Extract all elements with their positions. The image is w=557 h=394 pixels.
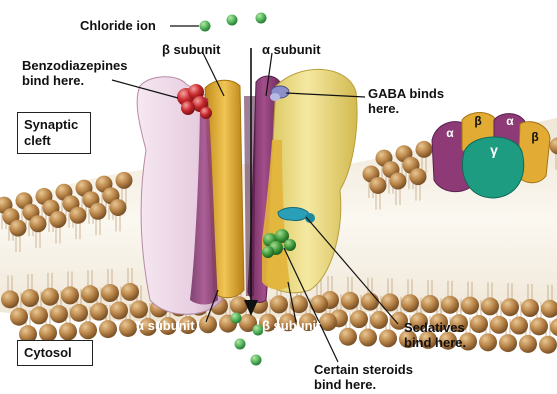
sedatives-label-line1: Sedatives — [404, 320, 466, 335]
lipid-head — [339, 328, 357, 346]
small-receptor-letter-alpha-1: α — [440, 126, 460, 140]
chloride-ion — [231, 313, 242, 324]
benzodiazepines-label-line2: bind here. — [22, 73, 127, 88]
lipid-head — [130, 300, 148, 318]
steroids-label-line2: bind here. — [314, 377, 413, 392]
alpha-subunit-top-label: α subunit — [262, 42, 321, 57]
lipid-head — [116, 172, 133, 189]
lipid-head — [481, 297, 499, 315]
synaptic-cleft-line2: cleft — [24, 133, 84, 149]
lipid-head — [510, 317, 528, 335]
lipid-head — [110, 199, 127, 216]
lipid-head — [81, 285, 99, 303]
beta-subunit-bottom-label: β subunit — [262, 318, 320, 333]
lipid-head — [10, 308, 28, 326]
lipid-head — [30, 306, 48, 324]
lipid-head — [470, 315, 488, 333]
chloride-ion-label: Chloride ion — [80, 18, 156, 33]
lipid-head — [359, 329, 377, 347]
lipid-head — [519, 335, 537, 353]
lipid-head — [70, 304, 88, 322]
lipid-head — [310, 295, 328, 313]
lipid-head — [350, 310, 368, 328]
lipid-head — [70, 207, 87, 224]
lipid-head — [121, 283, 139, 301]
lipid-head — [90, 303, 108, 321]
chloride-ion — [256, 13, 267, 24]
lipid-head — [30, 215, 47, 232]
lipid-head — [41, 288, 59, 306]
lipid-head — [1, 290, 19, 308]
chloride-ion — [200, 21, 211, 32]
small-receptor-letter-beta-1: β — [468, 114, 488, 128]
chloride-ion — [251, 355, 262, 366]
lipid-head — [416, 141, 433, 158]
beta-subunit-top-label: β subunit — [162, 42, 220, 57]
lipid-head — [479, 333, 497, 351]
lipid-head — [90, 203, 107, 220]
sedatives-label: Sedatives bind here. — [404, 320, 466, 350]
steroids-label: Certain steroids bind here. — [314, 362, 413, 392]
benzodiazepines-label-line1: Benzodiazepines — [22, 58, 127, 73]
lipid-head — [230, 296, 248, 314]
lipid-head — [461, 297, 479, 315]
lipid-head — [61, 286, 79, 304]
cytosol-box: Cytosol — [17, 340, 93, 366]
lipid-head — [521, 299, 539, 317]
lipid-head — [21, 289, 39, 307]
synaptic-cleft-box: Synaptic cleft — [17, 112, 91, 154]
sedatives-label-line2: bind here. — [404, 335, 466, 350]
lipid-head — [501, 298, 519, 316]
lipid-head — [59, 323, 77, 341]
lipid-head — [421, 295, 439, 313]
lipid-head — [10, 220, 27, 237]
lipid-head — [361, 293, 379, 311]
channel-shadow — [244, 96, 256, 296]
small-receptor-letter-beta-2: β — [525, 130, 545, 144]
lipid-head — [381, 293, 399, 311]
lipid-head — [379, 329, 397, 347]
lipid-head — [50, 305, 68, 323]
chloride-ion — [227, 15, 238, 26]
lipid-head — [341, 292, 359, 310]
lipid-head — [550, 318, 557, 336]
lipid-head — [110, 301, 128, 319]
chloride-ion — [235, 339, 246, 350]
gaba-label-line2: here. — [368, 101, 444, 116]
lipid-head — [539, 336, 557, 354]
lipid-head — [370, 311, 388, 329]
lipid-head — [499, 334, 517, 352]
lipid-head — [99, 320, 117, 338]
lipid-head — [390, 173, 407, 190]
alpha-subunit-bottom-label: α subunit — [136, 318, 195, 333]
steroids-label-line1: Certain steroids — [314, 362, 413, 377]
small-receptor-letter-gamma: γ — [484, 142, 504, 158]
lipid-head — [370, 177, 387, 194]
small-receptor-letter-alpha-2: α — [500, 114, 520, 128]
benzodiazepines-label: Benzodiazepines bind here. — [22, 58, 127, 88]
lipid-head — [490, 316, 508, 334]
lipid-head — [410, 168, 427, 185]
lipid-head — [50, 211, 67, 228]
lipid-head — [530, 317, 548, 335]
lipid-head — [270, 295, 288, 313]
lipid-head — [79, 321, 97, 339]
lipid-head — [101, 284, 119, 302]
gaba-label: GABA binds here. — [368, 86, 444, 116]
lipid-head — [119, 319, 137, 337]
lipid-head — [401, 294, 419, 312]
lipid-head — [441, 296, 459, 314]
gaba-label-line1: GABA binds — [368, 86, 444, 101]
synaptic-cleft-line1: Synaptic — [24, 117, 84, 133]
